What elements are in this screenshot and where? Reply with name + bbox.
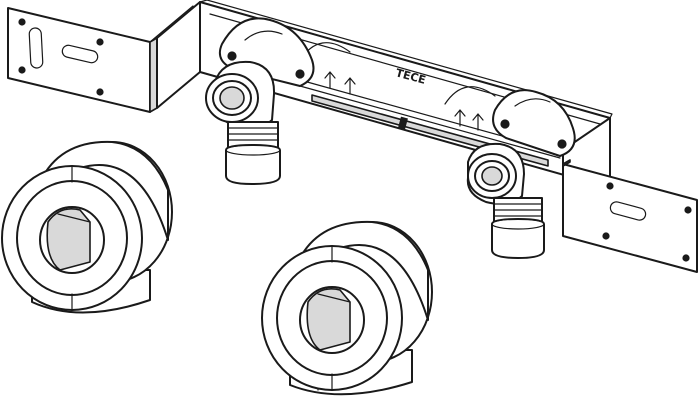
wall-elbow-fitting-icon xyxy=(205,17,315,185)
insulation-shell-icon xyxy=(261,220,433,396)
insulation-shell-icon xyxy=(1,140,173,314)
wall-elbow-fitting-icon xyxy=(466,89,576,259)
